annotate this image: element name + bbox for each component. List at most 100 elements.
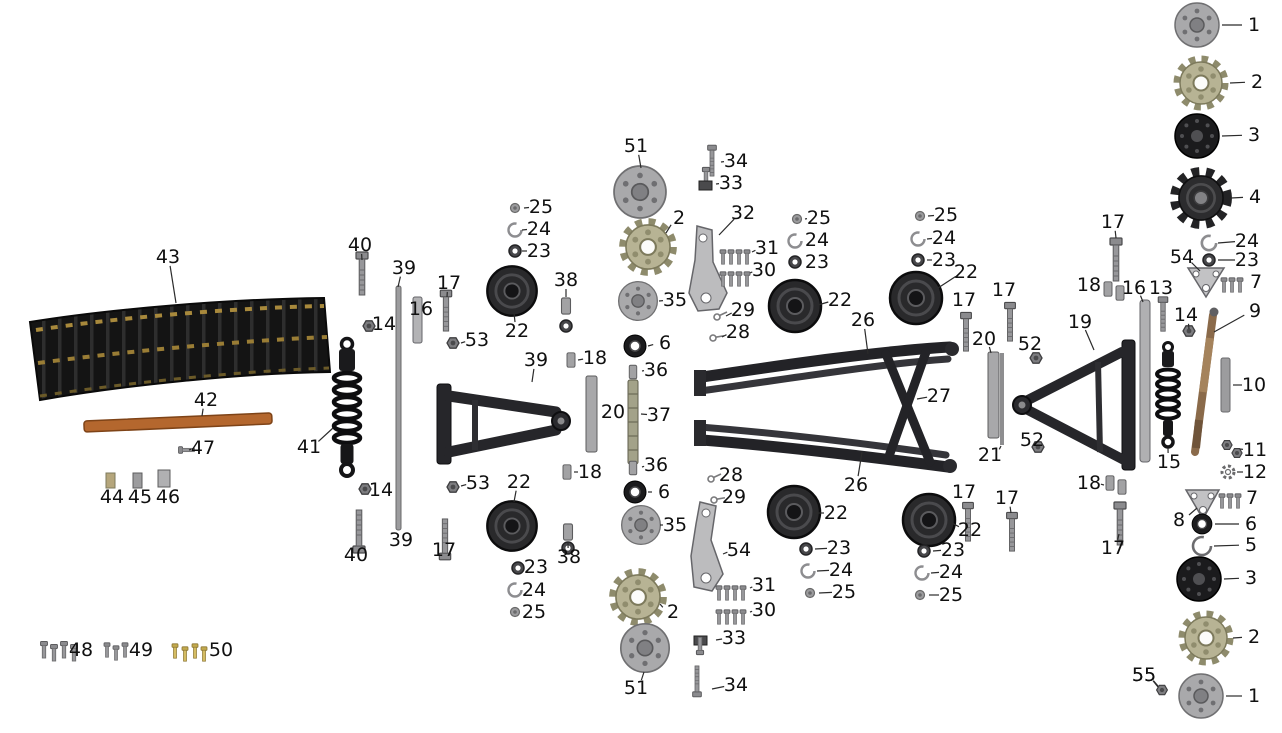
leader-line — [816, 569, 830, 572]
leader-line — [722, 551, 728, 555]
part-label-7: 7 — [1246, 487, 1258, 509]
part-label-45: 45 — [128, 486, 152, 508]
spacer-18-left-top — [566, 352, 576, 368]
part-label-2: 2 — [1248, 626, 1260, 648]
frame-rails — [694, 341, 959, 473]
part-label-14: 14 — [369, 479, 393, 501]
leader-line — [460, 341, 466, 344]
leader-line — [513, 312, 516, 323]
part-label-3: 3 — [1248, 124, 1260, 146]
tube-20-center — [585, 375, 598, 453]
leader-line — [577, 358, 584, 361]
leader-line — [1100, 483, 1105, 486]
leader-line — [201, 408, 204, 417]
part-label-53: 53 — [466, 472, 490, 494]
part-label-40: 40 — [344, 544, 368, 566]
leader-line — [725, 312, 732, 317]
leader-line — [857, 451, 863, 477]
tube-16-right — [1139, 299, 1151, 463]
part-label-51: 51 — [624, 135, 648, 157]
leader-line — [1191, 262, 1201, 272]
sprocket-2-center-top — [623, 222, 673, 272]
leader-line — [1114, 230, 1117, 239]
washer-23 — [788, 255, 802, 269]
part-label-24: 24 — [522, 579, 546, 601]
part-label-38: 38 — [554, 269, 578, 291]
mount-33-bottom — [693, 635, 708, 656]
part-label-9: 9 — [1249, 300, 1261, 322]
tube-16-left — [412, 296, 423, 344]
part-label-22: 22 — [828, 289, 852, 311]
part-label-23: 23 — [805, 251, 829, 273]
part-label-29: 29 — [731, 299, 755, 321]
part-label-17: 17 — [1101, 211, 1125, 233]
leader-line — [949, 521, 960, 528]
nut-11 — [1221, 440, 1233, 450]
part-label-50: 50 — [209, 639, 233, 661]
sprocket-4 — [1175, 172, 1228, 225]
part-label-17: 17 — [992, 279, 1016, 301]
part-label-19: 19 — [1068, 311, 1092, 333]
part-label-24: 24 — [932, 227, 956, 249]
part-label-26: 26 — [851, 309, 875, 331]
hub-disc-1-top — [1174, 2, 1220, 48]
swing-arm-39 — [436, 383, 571, 465]
part-label-33: 33 — [722, 627, 746, 649]
leader-line — [188, 448, 192, 451]
washer-23 — [508, 244, 522, 258]
washer-23 — [917, 544, 931, 558]
leader-line — [1117, 533, 1120, 540]
part-label-20: 20 — [601, 401, 625, 423]
part-label-10: 10 — [1242, 374, 1266, 396]
part-label-52: 52 — [1020, 429, 1044, 451]
leader-line — [927, 214, 935, 217]
sprocket-2-right-top — [1177, 59, 1225, 107]
nut-53-bottom — [446, 481, 460, 493]
leader-line — [513, 490, 517, 503]
part-label-16: 16 — [409, 298, 433, 320]
part-label-23: 23 — [1235, 249, 1259, 271]
shock-absorber-15 — [1155, 341, 1181, 449]
part-label-43: 43 — [156, 246, 180, 268]
leader-line — [998, 445, 1002, 450]
leader-line — [814, 547, 828, 550]
disc-3-bottom — [1176, 556, 1222, 602]
part-label-15: 15 — [1157, 451, 1181, 473]
leader-line — [1232, 636, 1243, 639]
leader-line — [1213, 544, 1240, 547]
part-label-37: 37 — [647, 404, 671, 426]
part-label-34: 34 — [724, 150, 748, 172]
part-label-22: 22 — [958, 519, 982, 541]
part-label-24: 24 — [1235, 230, 1259, 252]
shaft-37 — [627, 379, 639, 465]
pin-25 — [509, 606, 521, 618]
part-label-39: 39 — [389, 529, 413, 551]
part-label-2: 2 — [1251, 71, 1263, 93]
part-label-8: 8 — [1173, 509, 1185, 531]
part-label-35: 35 — [663, 514, 687, 536]
spacer-36-bottom — [628, 460, 638, 476]
part-label-22: 22 — [505, 320, 529, 342]
part-label-28: 28 — [719, 464, 743, 486]
part-label-33: 33 — [719, 172, 743, 194]
leader-line — [1230, 196, 1244, 199]
sprocket-2-center-bottom — [613, 572, 663, 622]
part-label-29: 29 — [722, 486, 746, 508]
part-label-25: 25 — [939, 584, 963, 606]
part-label-22: 22 — [954, 261, 978, 283]
part-label-25: 25 — [529, 196, 553, 218]
hub-22-left-bottom — [485, 499, 539, 553]
part-label-1: 1 — [1248, 14, 1260, 36]
leader-line — [864, 328, 869, 355]
part-label-21: 21 — [978, 444, 1002, 466]
bolt-set-7-bottom — [1218, 493, 1242, 509]
nut-53-top — [446, 337, 460, 349]
leader-line — [749, 586, 753, 589]
bracket-54-top-right — [1186, 267, 1226, 299]
part-label-41: 41 — [297, 436, 321, 458]
part-label-25: 25 — [934, 204, 958, 226]
part-label-31: 31 — [755, 237, 779, 259]
leader-line — [1221, 134, 1243, 137]
part-label-42: 42 — [194, 389, 218, 411]
